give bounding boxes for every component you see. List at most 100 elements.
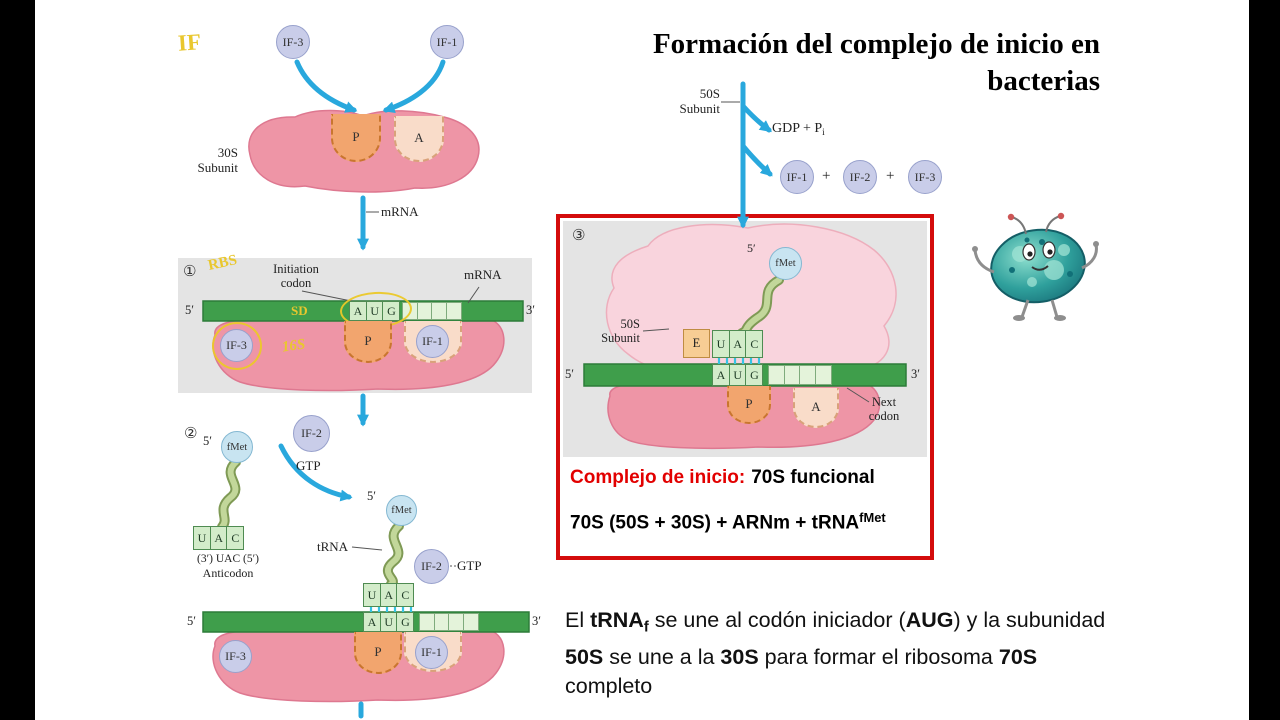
codon-box-empty <box>446 302 463 320</box>
five-prime-step1: 5′ <box>185 303 194 317</box>
codon-letter: A <box>728 330 747 358</box>
codon-letter: A <box>712 364 730 386</box>
caption-segment: f <box>643 619 649 636</box>
50s-subunit-label-top: 50S Subunit <box>646 86 720 116</box>
codon-box-empty <box>448 613 465 631</box>
result-line2: 70S (50S + 30S) + ARNm + tRNAfMet <box>570 510 886 534</box>
arrow-gdp-release <box>740 103 772 133</box>
arrow-if3-down <box>294 59 358 113</box>
fmet-step2: fMet <box>221 431 253 463</box>
step1-number: ① <box>183 262 197 280</box>
codon-boxes-step1 <box>402 302 463 320</box>
codon-letter: C <box>745 330 764 358</box>
result-formula-sup: fMet <box>859 510 886 525</box>
p-site-top: P <box>331 114 381 162</box>
slide-title: Formación del complejo de inicio en bact… <box>540 26 1100 100</box>
codon-letter: U <box>365 301 384 321</box>
next-codon-l1: Next <box>871 395 897 409</box>
trna-assembly <box>382 521 404 589</box>
a-site-step3: A <box>793 388 839 428</box>
30s-subunit-label-l2: Subunit <box>197 159 238 175</box>
aug-codon-assembly: A U G <box>363 612 415 632</box>
plus-sign: + <box>886 168 895 184</box>
codon-box-empty <box>815 365 833 385</box>
caption-segment: tRNA <box>590 608 644 632</box>
p-site-step3: P <box>727 386 771 424</box>
codon-letter: G <box>396 612 415 632</box>
caption-segment: completo <box>565 674 653 699</box>
three-prime-step1: 3′ <box>526 303 535 317</box>
result-line1: Complejo de inicio:70S funcional <box>570 467 875 489</box>
uac-anticodon-step3: U A C <box>712 330 764 358</box>
if3-factor-top: IF-3 <box>276 25 310 59</box>
letterbox-right <box>1249 0 1280 720</box>
if3-highlight-ellipse <box>212 322 262 370</box>
anticodon-sequence-label: (3′) UAC (5′) <box>197 553 259 565</box>
codon-box-empty <box>431 302 448 320</box>
initiation-codon-l1: Initiation <box>273 262 319 276</box>
five-prime-step3: 5′ <box>565 367 574 381</box>
caption-segment: El <box>565 608 591 632</box>
30s-subunit-label: 30S Subunit <box>156 145 238 175</box>
caption-segment: para formar el ribosoma <box>758 644 999 669</box>
arrow-if-release <box>740 143 773 177</box>
sd-annotation: SD <box>291 303 308 318</box>
codon-box-empty <box>433 613 450 631</box>
gdp-pi-label: GDP + Pi <box>772 121 825 139</box>
result-formula: 70S (50S + 30S) + ARNm + tRNA <box>570 512 860 534</box>
caption-text: El tRNAf se une al codón iniciador (AUG)… <box>565 606 1245 702</box>
codon-letter: G <box>382 301 401 321</box>
p-site-step1: P <box>344 321 392 363</box>
mrna-label-step1: mRNA <box>464 267 502 282</box>
result-value: 70S funcional <box>751 467 875 488</box>
caption-segment: 70S <box>998 644 1038 669</box>
result-label: Complejo de inicio: <box>570 467 746 488</box>
step3-number: ③ <box>572 226 586 244</box>
codon-letter: U <box>712 330 730 358</box>
plus-sign: + <box>822 168 831 184</box>
codon-box-empty <box>768 365 785 385</box>
50s-subunit-step3-l1: 50S <box>620 317 640 331</box>
three-prime-assembly: 3′ <box>532 614 541 628</box>
codon-letter: U <box>363 583 381 607</box>
caption-segment: AUG <box>905 608 954 632</box>
codon-box-empty <box>463 613 480 631</box>
fmet-assembly: fMet <box>386 495 417 526</box>
if-annotation: IF <box>177 29 202 56</box>
codon-letter: C <box>226 526 245 550</box>
codon-letter: A <box>363 612 381 632</box>
codon-box-empty <box>416 302 433 320</box>
codon-letter: A <box>379 583 398 607</box>
trna-step2 <box>217 457 241 532</box>
50s-subunit-step3-l2: Subunit <box>601 331 640 345</box>
e-site: E <box>683 329 710 358</box>
if2-factor-assembly: IF-2 <box>414 549 449 584</box>
codon-letter: A <box>209 526 228 550</box>
arrow-if1-down <box>382 59 446 114</box>
if1-factor-step1: IF-1 <box>416 325 449 358</box>
five-prime-assembly-top: 5′ <box>367 489 376 503</box>
five-prime-assembly: 5′ <box>187 614 196 628</box>
codon-letter: G <box>745 364 764 386</box>
50s-subunit-top-l2: Subunit <box>679 100 720 116</box>
gdp-subscript: i <box>822 127 825 138</box>
gtp-label-step2: GTP <box>296 458 321 473</box>
trna-label: tRNA <box>317 539 349 554</box>
50s-subunit-top-l1: 50S <box>699 86 720 101</box>
caption-segment: 50S <box>565 644 604 669</box>
codon-box-empty <box>799 365 817 385</box>
mrna-arrow-label: mRNA <box>381 204 419 219</box>
released-if1: IF-1 <box>780 160 814 194</box>
five-prime-step3-top: 5′ <box>747 241 756 255</box>
uac-anticodon-assembly: U A C <box>363 583 415 607</box>
p-site-assembly: P <box>354 632 402 674</box>
caption-segment: se une al codón iniciador ( <box>648 608 906 632</box>
uac-anticodon-step2: U A C <box>193 526 245 550</box>
30s-subunit-label-l1: 30S <box>217 145 238 160</box>
codon-box-empty <box>783 365 801 385</box>
letterbox-left <box>0 0 35 720</box>
codon-boxes-step3 <box>768 365 833 385</box>
codon-boxes-assembly <box>419 613 480 631</box>
step2-number: ② <box>184 424 198 442</box>
